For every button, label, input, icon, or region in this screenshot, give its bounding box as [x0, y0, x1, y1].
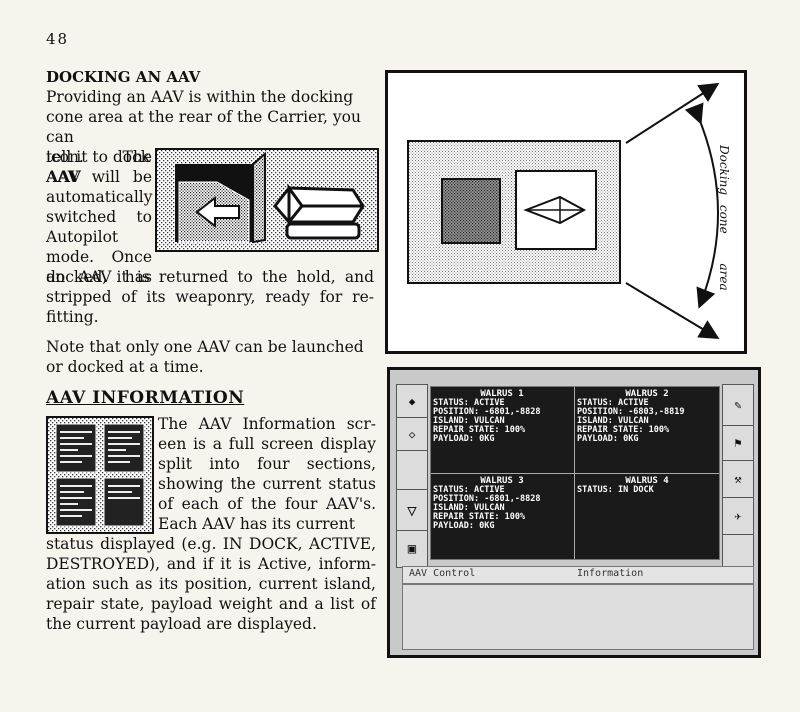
slot-2-repair: 100% — [648, 425, 670, 435]
dock-aav-icon — [155, 148, 379, 252]
panel-divider-horizontal — [431, 473, 719, 474]
docking-intro-line-1: Providing an AAV is within the docking — [46, 88, 354, 106]
slot-3-repair-key: REPAIR STATE: — [433, 512, 500, 522]
toolbar-disk-icon[interactable]: ▣ — [407, 541, 417, 557]
narrow-line-4: switched to — [46, 208, 152, 226]
docking-intro-line-2: cone area at the rear of the Carrier, yo… — [46, 108, 361, 146]
docking-narrow-text: icon. The AAV will be automatically swit… — [46, 147, 153, 287]
slot-1-position-key: POSITION: — [433, 407, 480, 417]
slot-2-name: WALRUS 2 — [625, 389, 669, 399]
slot-2-island: VULCAN — [617, 416, 649, 426]
tab-information[interactable]: Information — [577, 568, 644, 579]
slot-1-status-key: STATUS: — [433, 398, 469, 408]
left-toolbar: ◆ ◇ ▽ ▣ — [396, 384, 428, 568]
toolbar-triangle-icon[interactable]: ▽ — [397, 490, 427, 531]
narrow-line-1: icon. The — [46, 148, 152, 166]
slot-2-payload: 0KG — [623, 434, 639, 444]
slot-3-name: WALRUS 3 — [480, 476, 524, 486]
slot-3-position: -6801,-8828 — [484, 494, 541, 504]
slot-4-name: WALRUS 4 — [625, 476, 669, 486]
slot-1-island-key: ISLAND: — [433, 416, 469, 426]
right-toolbar: ✎ ⚑ ⚒ ✈ — [722, 384, 754, 568]
aav-slot-1[interactable]: WALRUS 1 STATUS: ACTIVE POSITION: -6801,… — [433, 389, 571, 444]
aav-info-icon — [46, 416, 154, 534]
dock-aav-icon-graphic — [157, 150, 377, 250]
aav-info-heading: AAV INFORMATION — [46, 388, 245, 408]
slot-2-position: -6803,-8819 — [628, 407, 685, 417]
slot-3-status: ACTIVE — [473, 485, 505, 495]
narrow-line-5: Autopilot — [46, 228, 119, 246]
docking-cone-diagram: Docking cone area — [385, 70, 747, 354]
aav-info-screenshot: ◆ ◇ ▽ ▣ ✎ ⚑ ⚒ ✈ WALRUS 1 STATUS: ACTIVE … — [387, 367, 761, 658]
slot-3-status-key: STATUS: — [433, 485, 469, 495]
slot-4-status-key: STATUS: — [577, 485, 613, 495]
aav-slot-4[interactable]: WALRUS 4 STATUS: IN DOCK — [577, 476, 717, 495]
slot-1-position: -6801,-8828 — [484, 407, 541, 417]
slot-2-island-key: ISLAND: — [577, 416, 613, 426]
slot-3-island: VULCAN — [473, 503, 505, 513]
docking-continued: docked, it is returned to the hold, and … — [46, 268, 374, 326]
aav-slot-3[interactable]: WALRUS 3 STATUS: ACTIVE POSITION: -6801,… — [433, 476, 571, 531]
narrow-line-6: mode. Once — [46, 248, 152, 266]
slot-2-position-key: POSITION: — [577, 407, 624, 417]
label-area: area — [717, 263, 731, 291]
slot-3-island-key: ISLAND: — [433, 503, 469, 513]
slot-4-status: IN DOCK — [617, 485, 654, 495]
docking-cone-graphic — [407, 82, 720, 340]
toolbar-pen-icon[interactable]: ✎ — [723, 385, 753, 426]
aav-info-wrapped-text: The AAV Information scr-een is a full sc… — [158, 415, 376, 533]
narrow-line-3: automatically — [46, 188, 153, 206]
slot-3-position-key: POSITION: — [433, 494, 480, 504]
toolbar-blank-slot — [397, 451, 427, 490]
slot-3-payload-key: PAYLOAD: — [433, 521, 474, 531]
screen-message-area — [402, 584, 754, 650]
slot-1-payload-key: PAYLOAD: — [433, 434, 474, 444]
aav-status-panel: WALRUS 1 STATUS: ACTIVE POSITION: -6801,… — [430, 386, 720, 560]
slot-1-status: ACTIVE — [473, 398, 505, 408]
toolbar-plane-icon[interactable]: ✈ — [723, 498, 753, 535]
slot-1-name: WALRUS 1 — [480, 389, 524, 399]
toolbar-tools-icon[interactable]: ⚒ — [723, 461, 753, 498]
slot-2-repair-key: REPAIR STATE: — [577, 425, 644, 435]
slot-3-repair: 100% — [504, 512, 526, 522]
aav-slot-2[interactable]: WALRUS 2 STATUS: ACTIVE POSITION: -6803,… — [577, 389, 717, 444]
slot-2-status: ACTIVE — [617, 398, 649, 408]
slot-1-island: VULCAN — [473, 416, 505, 426]
slot-1-repair-key: REPAIR STATE: — [433, 425, 500, 435]
page-number: 48 — [46, 30, 70, 48]
narrow-line-2: AAV will be — [46, 168, 152, 186]
label-docking: Docking — [717, 145, 731, 196]
docking-note: Note that only one AAV can be launched o… — [46, 338, 364, 376]
narrow-line-7: an AAV has — [46, 268, 152, 286]
slot-2-status-key: STATUS: — [577, 398, 613, 408]
label-cone: cone — [717, 204, 731, 234]
slot-3-payload: 0KG — [479, 521, 495, 531]
docking-heading: DOCKING AN AAV — [46, 68, 201, 86]
tab-aav-control[interactable]: AAV Control — [409, 568, 476, 579]
toolbar-flag-icon[interactable]: ⚑ — [723, 426, 753, 461]
toolbar-arrow-icon[interactable]: ◆ — [397, 385, 427, 418]
toolbar-diamond-icon[interactable]: ◇ — [397, 418, 427, 451]
aav-info-icon-graphic — [48, 418, 152, 532]
toolbar-empty-slot — [723, 535, 753, 569]
screen-tab-bar: AAV Control Information — [402, 566, 754, 584]
slot-2-payload-key: PAYLOAD: — [577, 434, 618, 444]
slot-1-repair: 100% — [504, 425, 526, 435]
docking-cone-label: Docking cone area — [707, 145, 737, 291]
aav-info-full-text: status displayed (e.g. IN DOCK, ACTIVE, … — [46, 535, 376, 633]
slot-1-payload: 0KG — [479, 434, 495, 444]
